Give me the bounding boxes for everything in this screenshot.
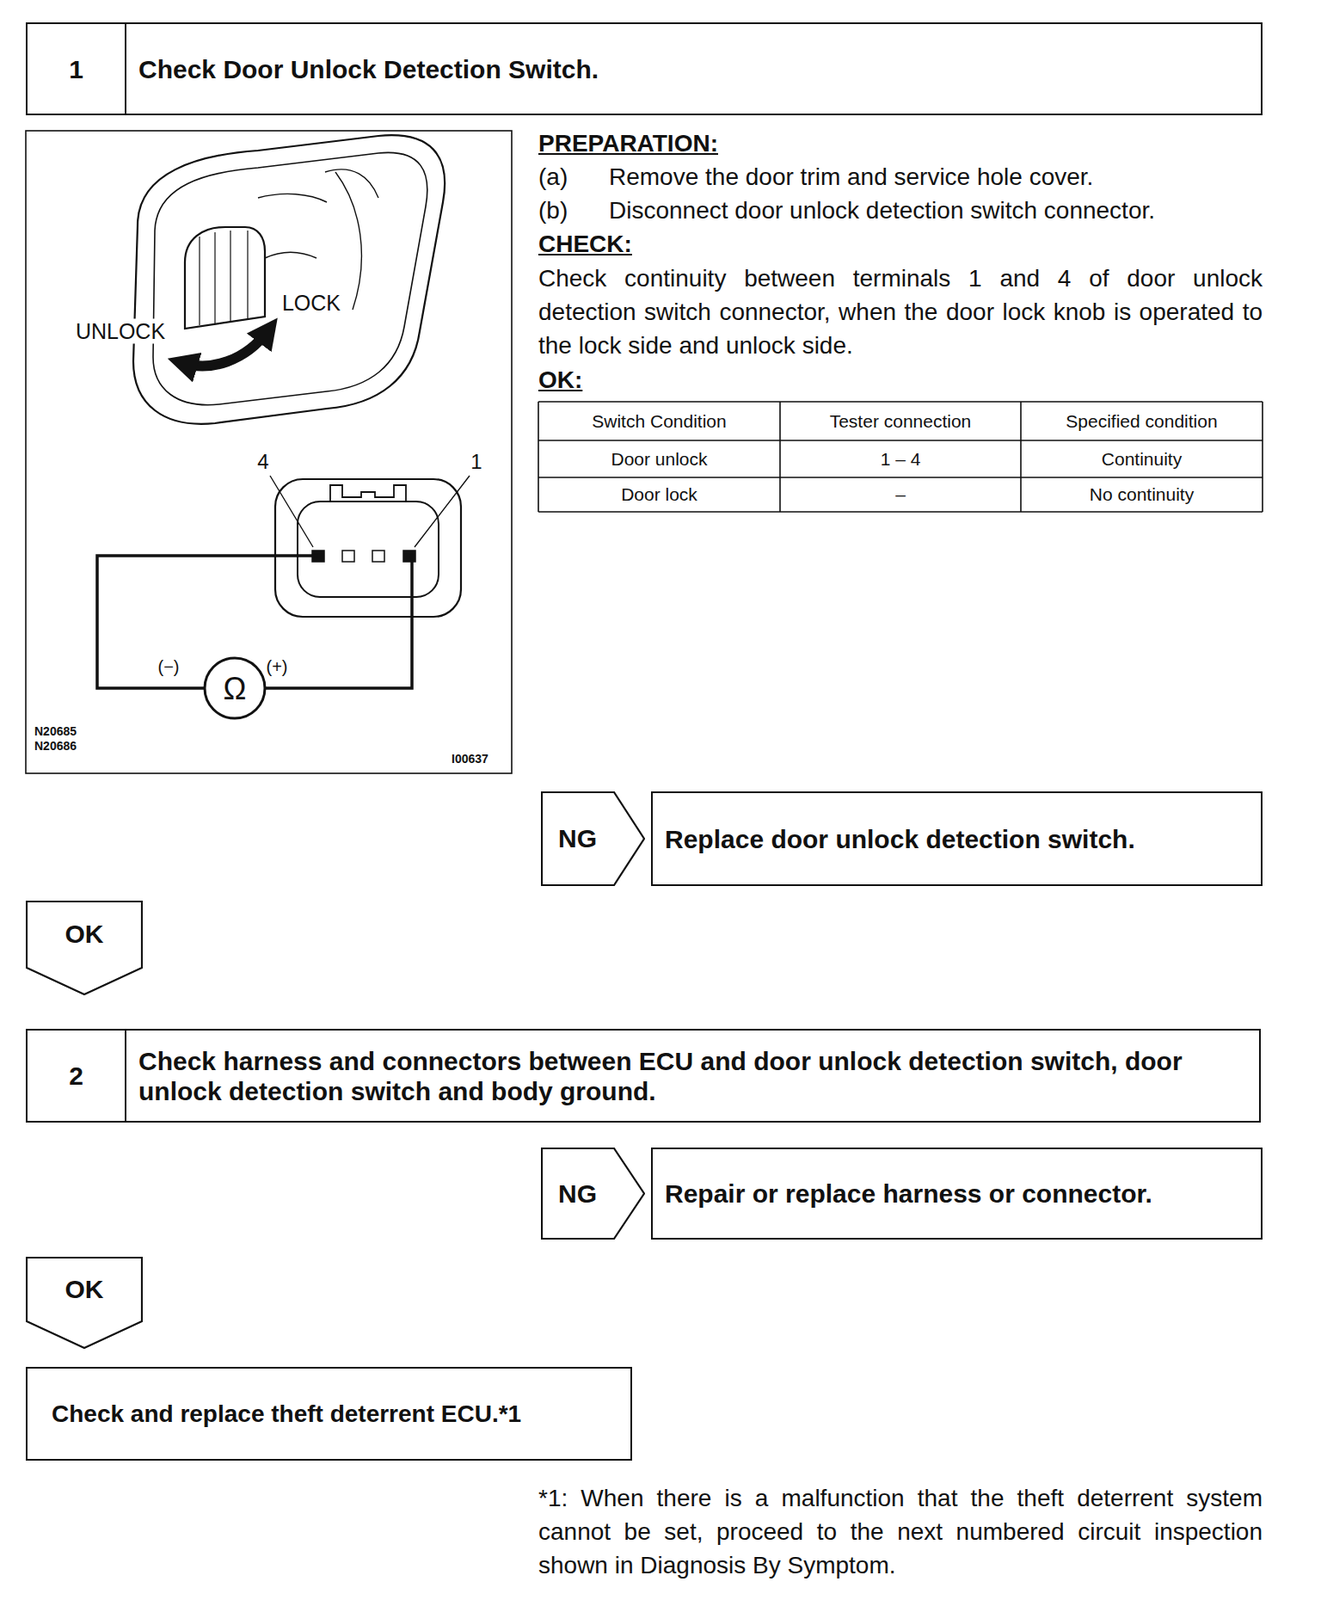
tag-text: NG <box>558 1179 597 1209</box>
instruction: Check continuity between terminals 1 and… <box>538 261 1263 363</box>
action-box: Check and replace theft deterrent ECU.*1 <box>25 1366 633 1461</box>
section-heading: CHECK: <box>538 227 633 261</box>
operation-arrow <box>182 330 269 366</box>
terminal-number: 1 <box>468 449 484 474</box>
step-box: 2 Check harness and connectors between EC… <box>25 1028 1261 1123</box>
ng-tag: NG <box>540 1147 646 1240</box>
table-cell: Continuity <box>1020 440 1263 478</box>
action-text: Repair or replace harness or connector. <box>664 1178 1153 1209</box>
leader-line <box>270 475 470 547</box>
door-lock-knob <box>133 135 445 424</box>
ok-tag: OK <box>25 900 143 996</box>
terminal-number: 4 <box>255 449 271 474</box>
table-header: Switch Condition <box>538 401 781 441</box>
section-heading: OK: <box>538 362 583 397</box>
instruction: Remove the door trim and service hole co… <box>608 159 1094 194</box>
tag-shape <box>26 901 142 995</box>
tag-shape <box>541 792 645 885</box>
footnote: *1: When there is a malfunction that the… <box>538 1480 1263 1582</box>
section-heading: PREPARATION: <box>538 126 719 160</box>
spec-table <box>538 401 1263 512</box>
figure-code: N20686 <box>34 738 77 754</box>
table-cell: 1 – 4 <box>780 440 1021 478</box>
ohm-symbol: Ω <box>223 671 247 707</box>
direction-label: LOCK <box>280 290 343 316</box>
action-box: Replace door unlock detection switch. <box>651 791 1263 886</box>
step-letter: (b) <box>538 193 568 228</box>
table-header: Tester connection <box>780 401 1021 441</box>
ng-tag: NG <box>540 791 646 886</box>
polarity-label: (+) <box>266 656 289 677</box>
tag-text: NG <box>558 823 597 854</box>
tag-shape <box>26 1257 142 1348</box>
direction-label: UNLOCK <box>73 319 167 345</box>
instruction: Disconnect door unlock detection switch … <box>608 193 1156 228</box>
table-cell: Door unlock <box>538 440 781 478</box>
step-title: Check Door Unlock Detection Switch. <box>138 54 599 85</box>
switch-connector <box>275 479 461 617</box>
step-number: 2 <box>68 1060 84 1091</box>
ohmmeter-symbol <box>204 657 265 719</box>
ok-tag: OK <box>25 1256 143 1349</box>
step-title: Check harness and connectors between ECU… <box>138 1045 1248 1106</box>
table-header: Specified condition <box>1020 401 1263 441</box>
action-text: Check and replace theft deterrent ECU.*1 <box>51 1398 522 1429</box>
tag-text: OK <box>65 1274 105 1304</box>
figure-frame <box>25 130 512 774</box>
tag-shape <box>541 1148 645 1239</box>
table-cell: Door lock <box>538 477 781 512</box>
action-box: Repair or replace harness or connector. <box>651 1147 1263 1240</box>
step-box: 1 Check Door Unlock Detection Switch. <box>25 22 1263 116</box>
action-text: Replace door unlock detection switch. <box>664 823 1136 855</box>
polarity-label: (−) <box>158 656 180 677</box>
table-cell: – <box>780 477 1021 512</box>
tag-text: OK <box>65 919 105 949</box>
step-letter: (a) <box>538 159 568 194</box>
figure-code: N20685 <box>34 724 77 739</box>
table-cell: No continuity <box>1020 477 1263 512</box>
step-number: 1 <box>68 54 84 85</box>
figure-code: I00637 <box>451 751 489 767</box>
